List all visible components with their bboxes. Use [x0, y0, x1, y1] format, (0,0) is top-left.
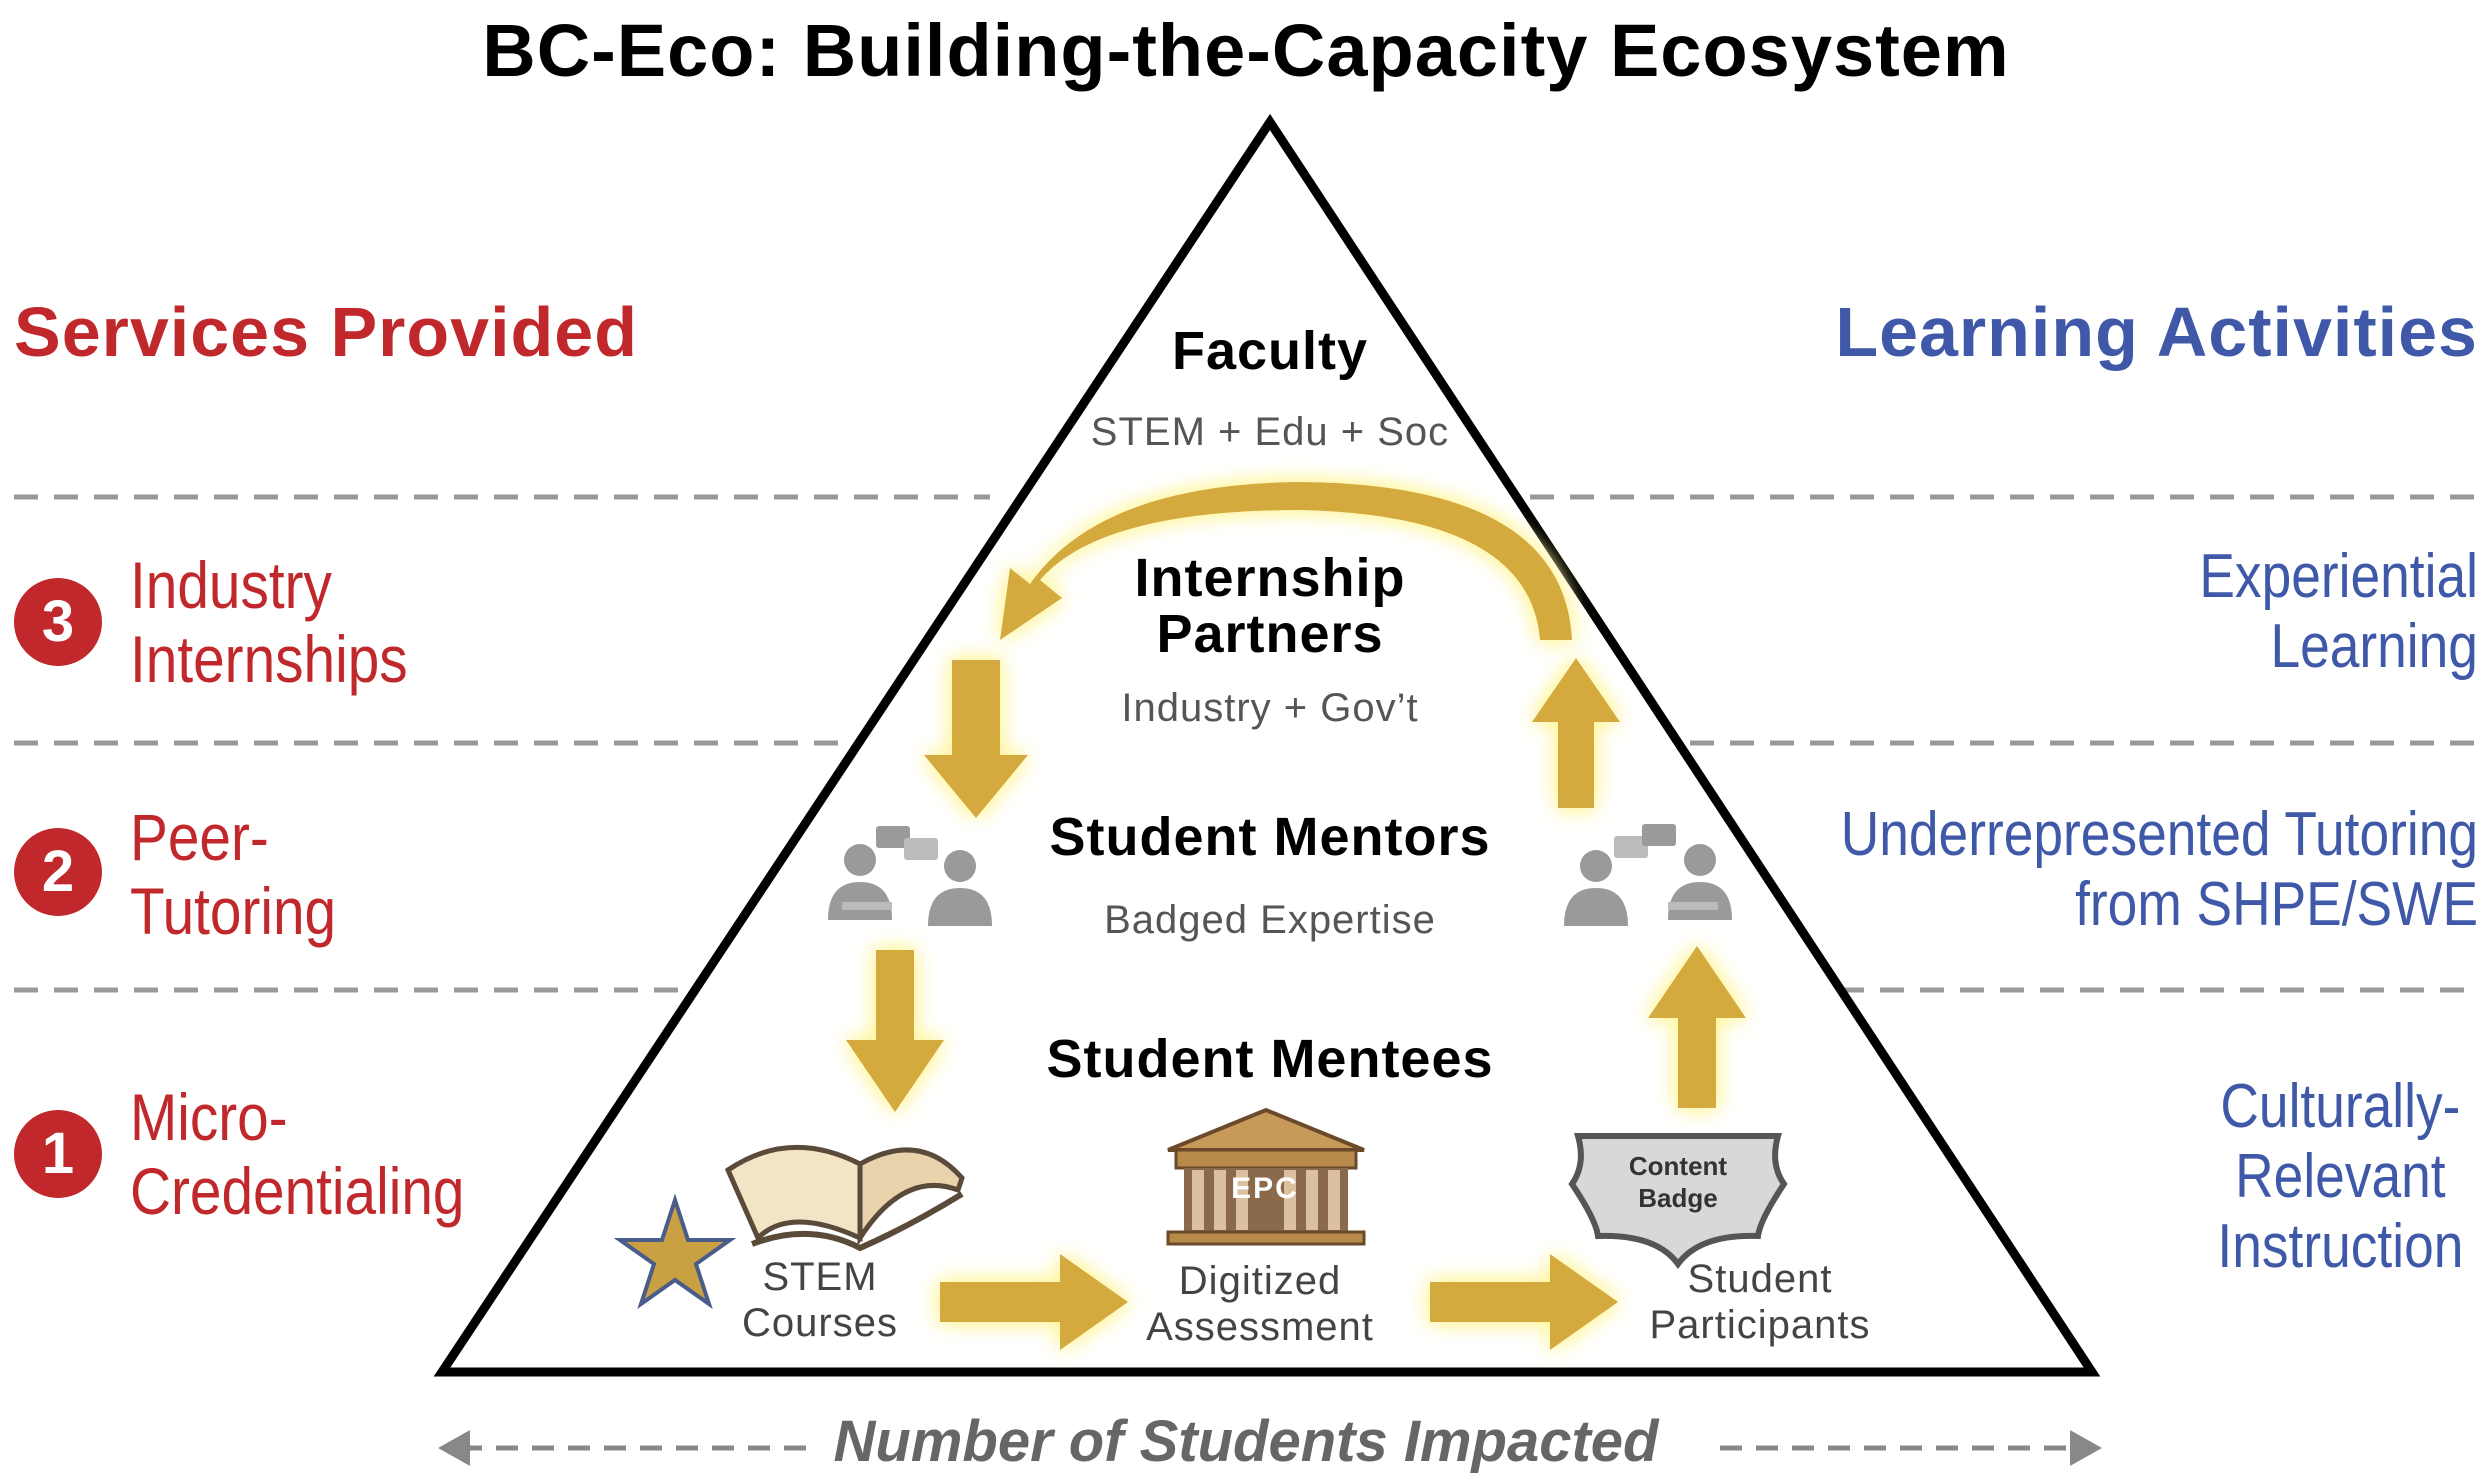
level-dividers — [14, 494, 2478, 993]
service-line: Tutoring — [130, 874, 337, 948]
star-icon — [613, 1193, 737, 1310]
building-icon — [1166, 1107, 1366, 1246]
level-title-line: Partners — [1156, 604, 1384, 664]
service-label: Micro- Credentialing — [130, 1080, 464, 1228]
node-line: Assessment — [1146, 1305, 1374, 1349]
axis-label: Number of Students Impacted — [833, 1409, 1659, 1474]
service-line: Internships — [130, 622, 408, 696]
service-line: Micro- — [130, 1080, 288, 1154]
service-line: Credentialing — [130, 1154, 465, 1228]
up-arrow — [1648, 946, 1746, 1108]
node-stem-courses: STEM Courses — [700, 1254, 940, 1346]
down-arrow — [924, 660, 1028, 818]
curved-arrow — [1000, 482, 1572, 640]
people-chat-icon — [828, 826, 992, 926]
node-line: Student — [1687, 1257, 1833, 1301]
activity-line: Learning — [2270, 612, 2478, 681]
people-chat-icon — [1564, 824, 1732, 926]
diagram-title: BC-Eco: Building-the-Capacity Ecosystem — [482, 9, 2010, 92]
activity-line: Experiential — [2199, 542, 2478, 611]
level-internship-sub: Industry + Gov’t — [1121, 686, 1419, 730]
book-icon — [724, 1144, 965, 1252]
service-number-badge: 2 — [14, 828, 102, 916]
level-mentees-title: Student Mentees — [1046, 1029, 1494, 1089]
axis-right-arrowhead — [2070, 1430, 2102, 1466]
level-title-line: Internship — [1134, 548, 1406, 608]
node-digitized-assessment: Digitized Assessment — [1110, 1258, 1410, 1350]
activity-line: Underrepresented Tutoring — [1840, 800, 2478, 869]
activity-label: Underrepresented Tutoring from SHPE/SWE — [1841, 800, 2478, 940]
service-line: Industry — [130, 548, 332, 622]
right-arrow — [940, 1254, 1128, 1350]
flow-arrows — [846, 482, 1746, 1350]
activity-line: Culturally- — [2220, 1072, 2461, 1141]
node-line: STEM — [762, 1255, 878, 1299]
activity-label: Culturally- Relevant Instruction — [2203, 1072, 2478, 1282]
service-label: Industry Internships — [130, 548, 408, 696]
level-mentors-title: Student Mentors — [1049, 807, 1491, 867]
level-internship-title: Internship Partners — [1020, 550, 1520, 662]
services-header: Services Provided — [14, 293, 638, 371]
node-student-participants: Student Participants — [1610, 1256, 1910, 1348]
node-line: Participants — [1649, 1303, 1871, 1347]
down-arrow — [846, 950, 944, 1112]
level-faculty-title: Faculty — [1171, 321, 1369, 381]
axis-left-arrowhead — [438, 1430, 470, 1466]
up-arrow — [1532, 658, 1620, 808]
service-line: Peer- — [130, 800, 269, 874]
activity-line: Relevant — [2235, 1142, 2446, 1211]
service-label: Peer- Tutoring — [130, 800, 336, 948]
level-faculty-sub: STEM + Edu + Soc — [1090, 410, 1450, 454]
node-line: Courses — [742, 1301, 898, 1345]
badge-line: Badge — [1638, 1183, 1718, 1213]
badge-icon — [1568, 1133, 1788, 1270]
activities-header: Learning Activities — [1835, 293, 2478, 371]
badge-line: Content — [1628, 1151, 1728, 1181]
service-number-badge: 1 — [14, 1110, 102, 1198]
activity-line: from SHPE/SWE — [2075, 870, 2478, 939]
right-arrow — [1430, 1254, 1618, 1350]
service-number-badge: 3 — [14, 578, 102, 666]
badge-label: Content Badge — [1588, 1150, 1768, 1214]
activity-label: Experiential Learning — [2199, 542, 2478, 682]
level-mentors-sub: Badged Expertise — [1104, 898, 1436, 942]
activity-line: Instruction — [2217, 1212, 2464, 1281]
node-line: Digitized — [1178, 1259, 1342, 1303]
building-label: EPC — [1231, 1172, 1299, 1205]
